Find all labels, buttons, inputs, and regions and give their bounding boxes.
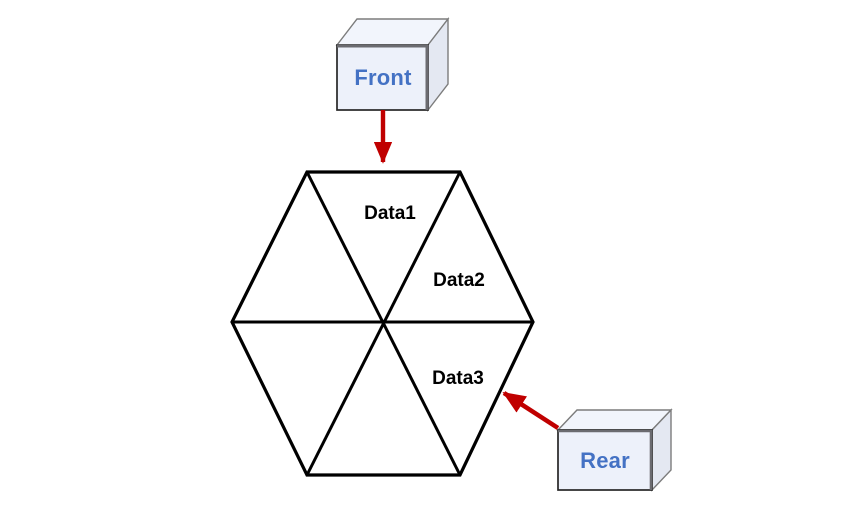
rear-cube[interactable] (556, 408, 673, 492)
front-cube-front-face (336, 44, 429, 111)
front-cube[interactable] (335, 16, 450, 113)
hexagon-group (230, 170, 535, 477)
rear-arrow (502, 391, 560, 430)
rear-cube-front-face (557, 429, 653, 491)
